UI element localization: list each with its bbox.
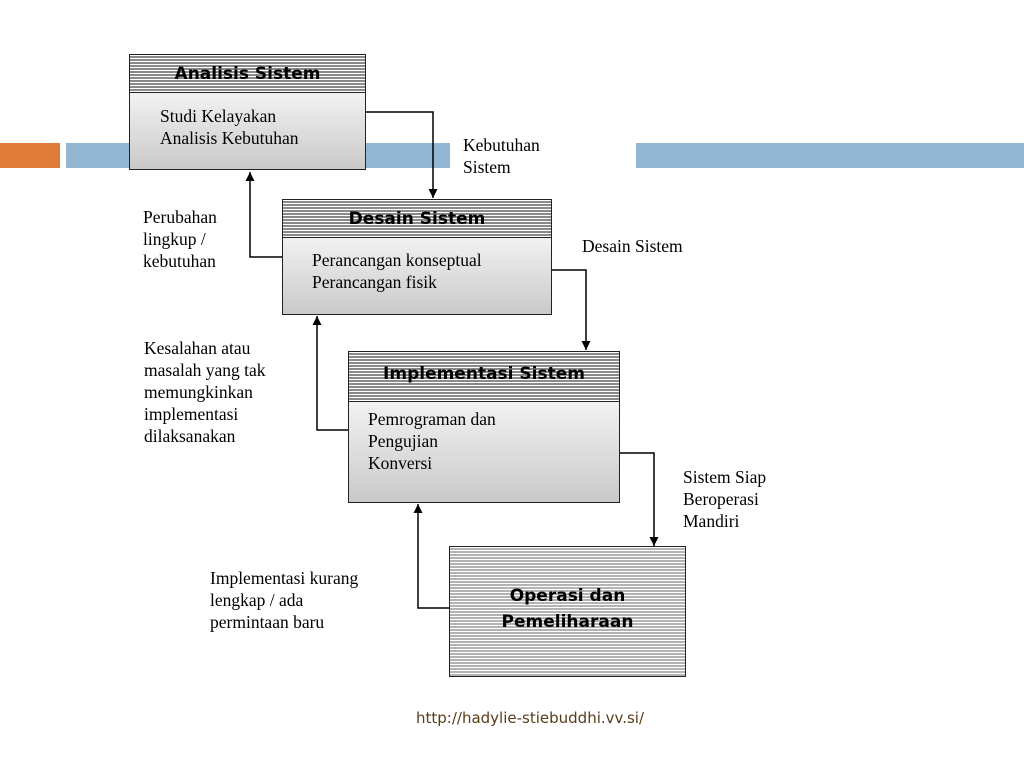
label-line: Sistem Siap bbox=[683, 467, 767, 487]
box-desain-line: Perancangan konseptual bbox=[312, 250, 482, 270]
label-perubahan-lingkup: Perubahan lingkup / kebutuhan bbox=[143, 206, 217, 272]
box-implementasi-line: Pengujian bbox=[368, 431, 438, 451]
box-desain-title: Desain Sistem bbox=[283, 200, 551, 238]
label-line: memungkinkan bbox=[144, 382, 253, 402]
label-line: Kesalahan atau bbox=[144, 338, 251, 358]
label-line: Desain Sistem bbox=[582, 236, 683, 256]
box-operasi-title-line: Operasi dan bbox=[509, 586, 626, 606]
box-analisis-body: Studi Kelayakan Analisis Kebutuhan bbox=[160, 105, 299, 149]
label-line: lingkup / bbox=[143, 229, 206, 249]
box-implementasi-body: Pemrograman dan Pengujian Konversi bbox=[368, 408, 496, 474]
label-sistem-siap: Sistem Siap Beroperasi Mandiri bbox=[683, 466, 766, 532]
label-line: lengkap / ada bbox=[210, 590, 304, 610]
arrow-desain-to-analisis bbox=[245, 172, 282, 258]
accent-band-blue-right bbox=[636, 143, 1024, 168]
label-desain-sistem: Desain Sistem bbox=[582, 235, 683, 257]
accent-band-orange bbox=[0, 143, 60, 168]
label-line: Kebutuhan bbox=[463, 135, 540, 155]
box-implementasi-sistem: Implementasi Sistem Pemrograman dan Peng… bbox=[348, 351, 620, 503]
label-line: implementasi bbox=[144, 404, 239, 424]
arrow-operasi-to-implementasi bbox=[413, 504, 449, 609]
box-desain-line: Perancangan fisik bbox=[312, 272, 437, 292]
box-implementasi-line: Konversi bbox=[368, 453, 433, 473]
label-line: Sistem bbox=[463, 157, 511, 177]
label-kesalahan: Kesalahan atau masalah yang tak memungki… bbox=[144, 337, 265, 447]
arrow-desain-to-implementasi bbox=[551, 269, 591, 350]
box-desain-sistem: Desain Sistem Perancangan konseptual Per… bbox=[282, 199, 552, 315]
label-kebutuhan-sistem: Kebutuhan Sistem bbox=[463, 134, 540, 178]
label-line: dilaksanakan bbox=[144, 426, 236, 446]
box-operasi-title: Operasi dan Pemeliharaan bbox=[450, 583, 685, 635]
label-line: Perubahan bbox=[143, 207, 217, 227]
label-line: kebutuhan bbox=[143, 251, 216, 271]
label-line: Implementasi kurang bbox=[210, 568, 359, 588]
box-operasi-pemeliharaan: Operasi dan Pemeliharaan bbox=[449, 546, 686, 677]
box-analisis-title: Analisis Sistem bbox=[130, 55, 365, 93]
label-line: Beroperasi bbox=[683, 489, 759, 509]
box-desain-body: Perancangan konseptual Perancangan fisik bbox=[312, 249, 482, 293]
box-implementasi-line: Pemrograman dan bbox=[368, 409, 496, 429]
arrow-analisis-to-desain bbox=[366, 111, 438, 198]
footer-url[interactable]: http://hadylie-stiebuddhi.vv.si/ bbox=[416, 709, 645, 727]
arrow-implementasi-to-desain bbox=[312, 316, 349, 431]
box-implementasi-title: Implementasi Sistem bbox=[349, 352, 619, 402]
box-analisis-line: Analisis Kebutuhan bbox=[160, 128, 299, 148]
label-line: permintaan baru bbox=[210, 612, 325, 632]
label-line: masalah yang tak bbox=[144, 360, 266, 380]
box-analisis-line: Studi Kelayakan bbox=[160, 106, 277, 126]
arrow-implementasi-to-operasi bbox=[619, 452, 659, 546]
box-analisis-sistem: Analisis Sistem Studi Kelayakan Analisis… bbox=[129, 54, 366, 170]
box-operasi-title-line: Pemeliharaan bbox=[501, 612, 634, 632]
label-line: Mandiri bbox=[683, 511, 740, 531]
label-implementasi-kurang: Implementasi kurang lengkap / ada permin… bbox=[210, 567, 358, 633]
